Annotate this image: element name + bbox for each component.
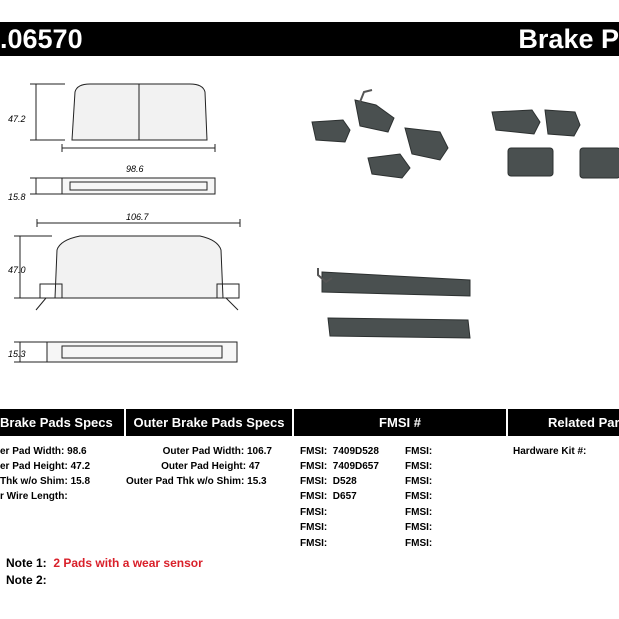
fmsi-row: FMSI: xyxy=(405,538,433,549)
fmsi-row: FMSI: xyxy=(405,491,433,502)
outer-specs-header-label: Outer Brake Pads Specs xyxy=(133,415,285,430)
related-header: Related Par xyxy=(508,409,619,436)
note-1-label: Note 1: xyxy=(6,556,47,570)
outer-specs-header: Outer Brake Pads Specs xyxy=(126,409,292,436)
fmsi-row: FMSI: xyxy=(405,522,433,533)
dim-top-thk: 15.8 xyxy=(8,192,26,202)
dim-bottom-thk: 15.3 xyxy=(8,349,26,359)
inner-spec-row: er Pad Height: 47.2 xyxy=(0,461,91,472)
fmsi-header-label: FMSI # xyxy=(379,415,421,430)
fmsi-row: FMSI: xyxy=(300,507,328,518)
note-2-label: Note 2: xyxy=(6,573,47,587)
title-bar xyxy=(0,22,619,56)
dim-bottom-width: 106.7 xyxy=(126,212,149,222)
page-title: Brake P xyxy=(518,24,619,54)
fmsi-row: FMSI: 7409D528 xyxy=(300,446,379,457)
fmsi-row: FMSI: D528 xyxy=(300,476,357,487)
related-header-label: Related Par xyxy=(548,415,619,430)
note-1-text: 2 Pads with a wear sensor xyxy=(53,556,203,570)
dim-top-height: 47.2 xyxy=(8,114,26,124)
fmsi-row: FMSI: xyxy=(300,522,328,533)
inner-specs-header-label: Brake Pads Specs xyxy=(0,415,113,430)
fmsi-header: FMSI # xyxy=(294,409,506,436)
fmsi-row: FMSI: 7409D657 xyxy=(300,461,379,472)
inner-spec-row: Thk w/o Shim: 15.8 xyxy=(0,476,91,487)
outer-spec-row: Outer Pad Height: 47 xyxy=(161,461,260,472)
fmsi-row: FMSI: xyxy=(405,446,433,457)
outer-spec-row: Outer Pad Width: 106.7 xyxy=(162,446,272,457)
dim-bottom-height: 47.0 xyxy=(8,265,26,275)
fmsi-row: FMSI: xyxy=(405,461,433,472)
inner-specs-header: Brake Pads Specs xyxy=(0,409,124,436)
note-1: Note 1: 2 Pads with a wear sensor xyxy=(6,556,203,570)
fmsi-row: FMSI: xyxy=(405,476,433,487)
inner-spec-row: r Wire Length: xyxy=(0,491,68,502)
fmsi-row: FMSI: xyxy=(300,538,328,549)
pad-drawings xyxy=(14,83,619,363)
note-2: Note 2: xyxy=(6,573,47,587)
fmsi-row: FMSI: xyxy=(405,507,433,518)
outer-spec-row: Outer Pad Thk w/o Shim: 15.3 xyxy=(126,476,267,487)
inner-spec-row: er Pad Width: 98.6 xyxy=(0,446,87,457)
hardware-kit-label: Hardware Kit #: xyxy=(513,446,587,457)
part-number: .06570 xyxy=(0,24,83,54)
dim-top-width: 98.6 xyxy=(126,164,144,174)
fmsi-row: FMSI: D657 xyxy=(300,491,357,502)
